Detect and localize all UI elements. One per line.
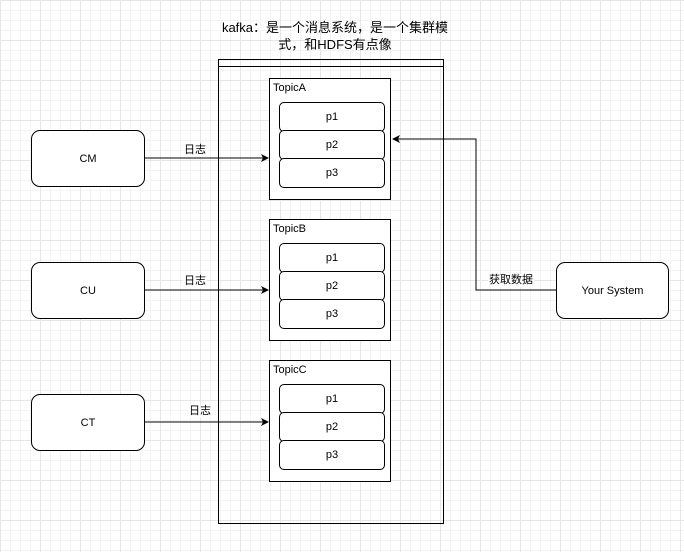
diagram-title: kafka：是一个消息系统，是一个集群模 式，和HDFS有点像: [200, 19, 470, 53]
topic-a-partition-3[interactable]: p3: [279, 158, 385, 188]
source-node-cu[interactable]: CU: [31, 262, 145, 319]
topic-b[interactable]: TopicB p1 p2 p3: [269, 219, 391, 341]
edge-label-consumer: 获取数据: [488, 274, 534, 287]
edge-label-cu: 日志: [183, 275, 207, 288]
topic-a[interactable]: TopicA p1 p2 p3: [269, 78, 391, 200]
topic-b-label: TopicB: [273, 223, 307, 235]
source-node-cm[interactable]: CM: [31, 130, 145, 187]
kafka-cluster-container: [218, 59, 444, 524]
topic-a-partition-1[interactable]: p1: [279, 102, 385, 132]
topic-c-label: TopicC: [273, 364, 307, 376]
title-line-1: kafka：是一个消息系统，是一个集群模: [221, 20, 449, 35]
source-node-ct[interactable]: CT: [31, 394, 145, 451]
topic-c-partition-1[interactable]: p1: [279, 384, 385, 414]
title-line-2: 式，和HDFS有点像: [278, 37, 392, 52]
kafka-cluster-header-line: [218, 66, 444, 67]
topic-a-label: TopicA: [273, 82, 307, 94]
topic-b-partition-2[interactable]: p2: [279, 271, 385, 301]
topic-b-partition-1[interactable]: p1: [279, 243, 385, 273]
topic-a-partition-2[interactable]: p2: [279, 130, 385, 160]
topic-c-partition-3[interactable]: p3: [279, 440, 385, 470]
edge-yoursystem-topica: [392, 135, 556, 291]
topic-b-partition-3[interactable]: p3: [279, 299, 385, 329]
edge-label-cm: 日志: [183, 144, 207, 157]
topic-c-partition-2[interactable]: p2: [279, 412, 385, 442]
edge-label-ct: 日志: [188, 405, 212, 418]
consumer-node-your-system[interactable]: Your System: [556, 262, 669, 319]
topic-c[interactable]: TopicC p1 p2 p3: [269, 360, 391, 482]
